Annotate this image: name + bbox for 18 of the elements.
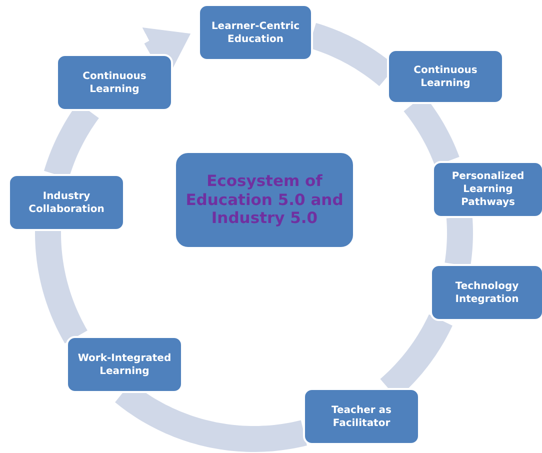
process-box: [66, 336, 183, 393]
process-box: [8, 174, 125, 231]
central-box: [174, 151, 355, 249]
box-label: Continuous Learning: [412, 64, 478, 90]
process-box: [387, 49, 504, 104]
box-label: Industry Collaboration: [28, 190, 106, 216]
process-box: [430, 264, 542, 321]
box-label: Teacher as Facilitator: [330, 404, 392, 430]
process-box: [198, 4, 313, 61]
process-box: [432, 161, 542, 218]
box-label: Personalized Learning Pathways: [450, 170, 526, 209]
box-label: Work-Integrated Learning: [76, 352, 172, 378]
process-box: [303, 388, 420, 445]
box-label: Learner-Centric Education: [210, 20, 301, 46]
central-title: Ecosystem of Education 5.0 and Industry 5.0: [184, 172, 344, 228]
box-label: Continuous Learning: [82, 70, 148, 96]
box-label: Technology Integration: [454, 280, 520, 306]
process-box: [56, 54, 173, 111]
